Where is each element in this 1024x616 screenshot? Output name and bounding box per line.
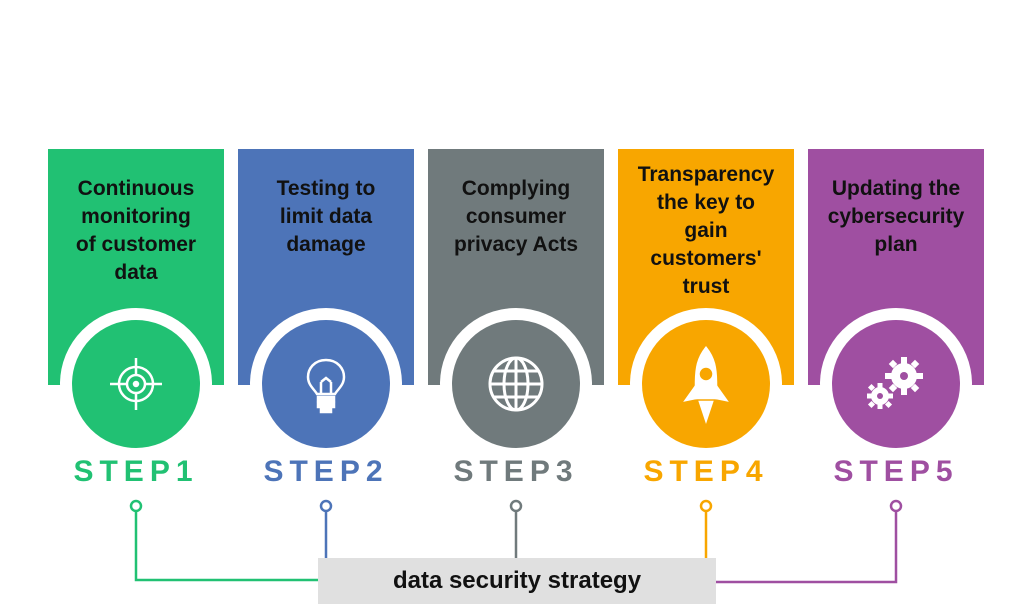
strategy-title: data security strategy xyxy=(392,567,642,594)
step-4-text: Transparency the key to gain customers' … xyxy=(637,163,775,298)
step-3-panel: Complying consumer privacy Acts xyxy=(428,149,604,385)
step-5-panel: Updating the cybersecurity plan xyxy=(808,149,984,385)
step-1-panel: Continuous monitoring of customer data xyxy=(48,149,224,385)
step-2-text: Testing to limit data damage xyxy=(276,177,376,256)
strategy-title-box: data security strategy xyxy=(318,558,716,604)
step-3-text: Complying consumer privacy Acts xyxy=(453,177,579,256)
step-5-text: Updating the cybersecurity plan xyxy=(827,177,965,256)
step-4-panel: Transparency the key to gain customers' … xyxy=(618,149,794,385)
step-1-text: Continuous monitoring of customer data xyxy=(75,177,197,284)
step-2-panel: Testing to limit data damage xyxy=(238,149,414,385)
